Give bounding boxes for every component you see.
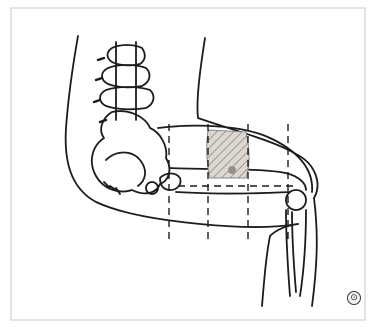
coccyx — [104, 182, 120, 194]
femoral-head — [286, 190, 306, 210]
figure-border — [11, 8, 365, 320]
organ-floor — [176, 192, 290, 194]
publisher-logo-icon: ⊙ — [347, 291, 361, 305]
vertebra-2 — [102, 65, 149, 87]
pelvic-inner-curve — [106, 153, 145, 187]
vertebra-3 — [100, 87, 153, 109]
vertebra-1 — [108, 45, 145, 65]
thigh-outline-front — [312, 198, 317, 306]
publisher-logo-glyph: ⊙ — [350, 294, 358, 303]
pelvic-bone — [92, 111, 170, 193]
target-point — [228, 166, 236, 174]
hatched-target-region — [207, 130, 249, 178]
